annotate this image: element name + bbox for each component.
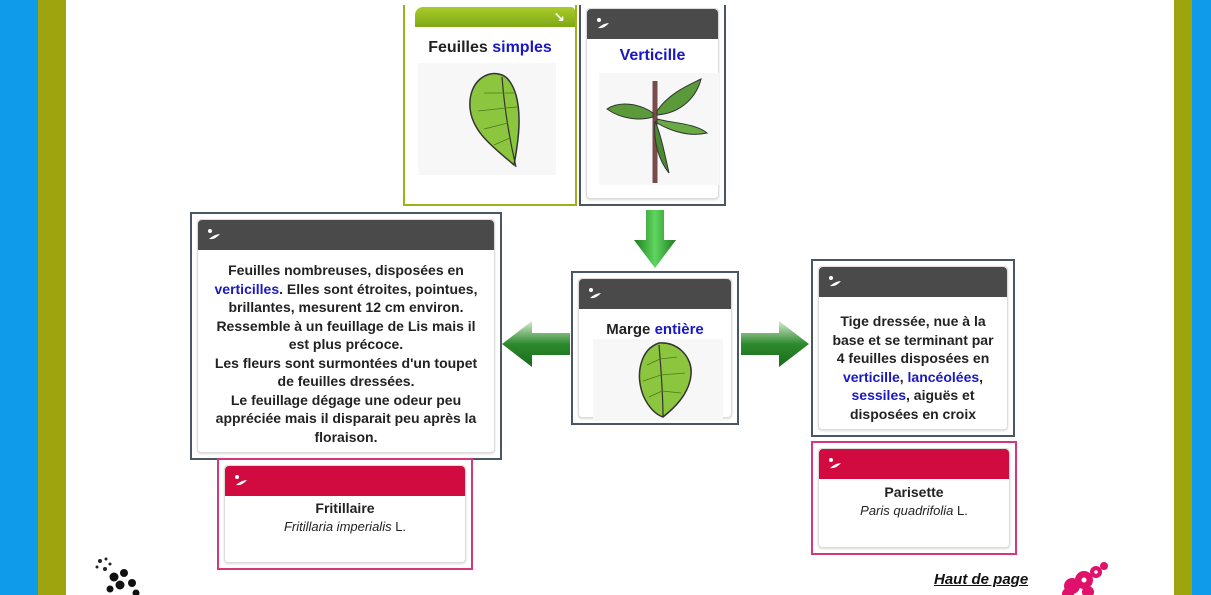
leaf-sprout-icon [828, 275, 844, 289]
simple-leaf-illustration [418, 63, 556, 175]
arrow-right-icon [741, 321, 809, 367]
card-description-fritillaire[interactable]: Feuilles nombreuses, disposées en vertic… [190, 212, 502, 460]
card-inner: Fritillaire Fritillaria imperialis L. [224, 465, 466, 563]
plant-latin-name: Fritillaria imperialis L. [283, 519, 407, 534]
card-simple-leaves[interactable]: ↘ Feuilles simples [403, 5, 577, 206]
card-header [198, 220, 494, 250]
card-header [225, 466, 465, 496]
plant-common-name: Fritillaire [315, 500, 375, 516]
card-title: Feuilles simples [428, 39, 552, 56]
term-link[interactable]: verticille [842, 368, 900, 385]
card-inner: Marge entière [578, 278, 732, 419]
card-title: Marge entière [606, 321, 704, 338]
description-text: Feuilles nombreuses, disposées en vertic… [214, 262, 478, 445]
card-plant-parisette[interactable]: Parisette Paris quadrifolia L. [811, 441, 1017, 555]
card-plant-fritillaire[interactable]: Fritillaire Fritillaria imperialis L. [217, 458, 473, 570]
card-inner: Parisette Paris quadrifolia L. [818, 448, 1010, 548]
term-link[interactable]: sessiles [851, 387, 907, 403]
plant-latin-name: Paris quadrifolia L. [860, 503, 968, 518]
card-description-parisette[interactable]: Tige dressée, nue à la base et se termin… [811, 259, 1015, 437]
right-blue-edge [1192, 0, 1211, 595]
flower-deco-icon [1062, 562, 1108, 595]
leaf-sprout-icon [588, 287, 604, 301]
card-inner: Tige dressée, nue à la base et se termin… [818, 266, 1008, 430]
leaf-sprout-icon [207, 228, 223, 242]
arrow-down-icon [634, 210, 676, 268]
right-olive-edge [1174, 0, 1192, 595]
plant-common-name: Parisette [884, 484, 944, 500]
card-header [579, 279, 731, 309]
entire-margin-leaf-illustration [593, 339, 723, 419]
card-whorl[interactable]: Verticille [579, 5, 726, 206]
term-link[interactable]: lancéolées [907, 368, 980, 385]
card-margin[interactable]: Marge entière [571, 271, 739, 425]
card-title[interactable]: Verticille [619, 47, 686, 64]
card-header [819, 449, 1009, 479]
card-header [587, 9, 718, 39]
left-blue-edge [0, 0, 38, 595]
term-link[interactable]: entière [654, 321, 704, 338]
left-olive-edge [38, 0, 66, 595]
card-inner: Verticille [586, 8, 719, 199]
term-link[interactable]: simples [492, 39, 552, 56]
back-to-top-link[interactable]: Haut de page [934, 571, 1029, 588]
whorl-illustration [599, 73, 719, 185]
leaf-sprout-icon [234, 474, 250, 488]
description-text: Tige dressée, nue à la base et se termin… [832, 313, 994, 422]
seed-deco-icon [95, 557, 140, 595]
arrow-down-right-icon: ↘ [553, 9, 565, 25]
card-inner: Feuilles nombreuses, disposées en vertic… [197, 219, 495, 453]
card-header: ↘ [415, 7, 575, 27]
term-link[interactable]: verticilles [214, 280, 280, 297]
leaf-sprout-icon [828, 457, 844, 471]
leaf-sprout-icon [596, 17, 612, 31]
arrow-left-icon [502, 321, 570, 367]
card-header [819, 267, 1007, 297]
